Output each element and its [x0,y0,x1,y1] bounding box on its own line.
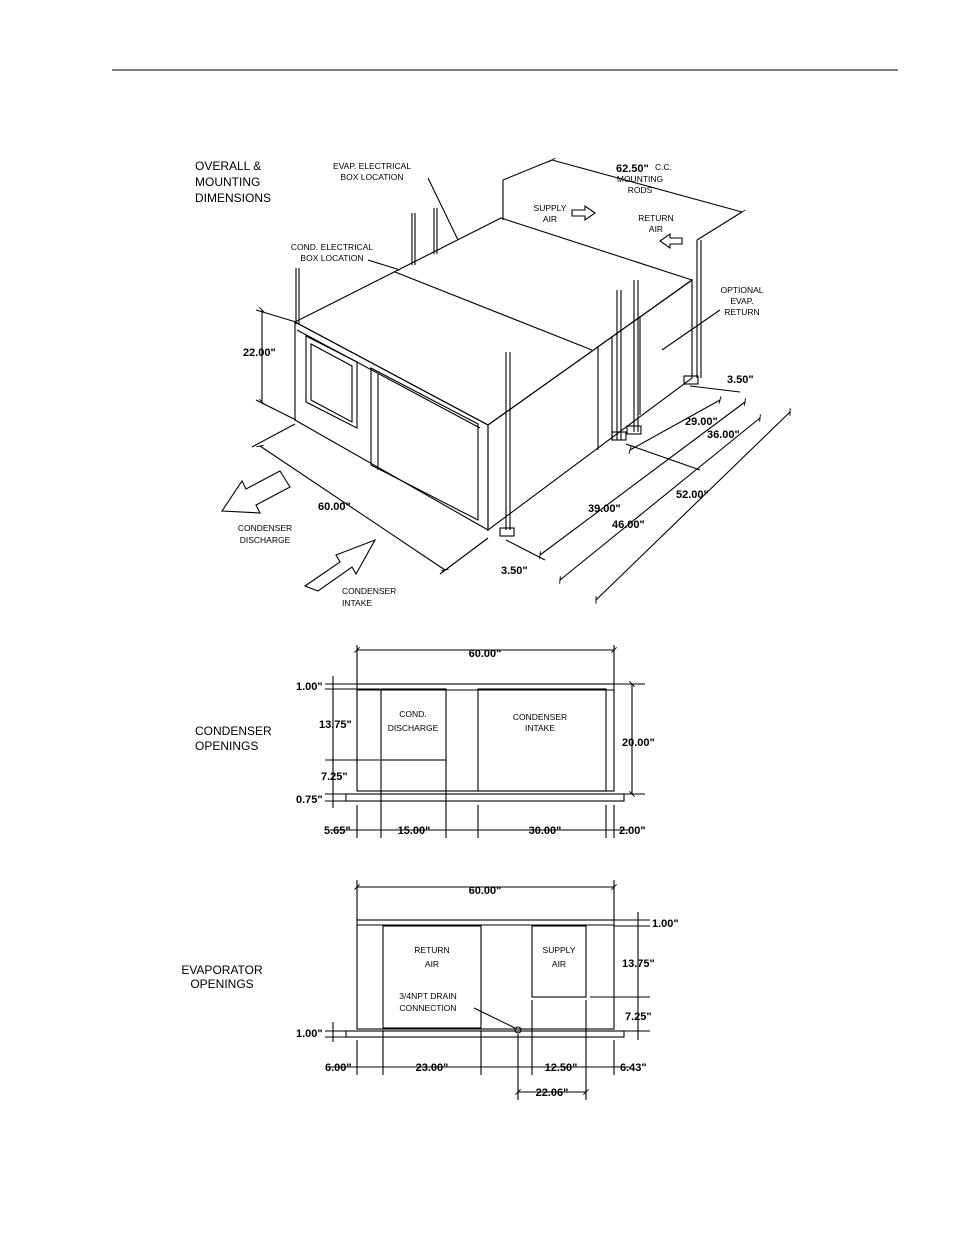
evap-top-gap-dim: 1.00" [652,918,679,930]
cond-discharge-opening-label-2: DISCHARGE [388,723,439,733]
condenser-title-1: CONDENSER [195,724,272,738]
cond-box-label-2: BOX LOCATION [300,253,363,263]
cond-box-label-1: COND. ELECTRICAL [291,242,373,252]
cond-height-dim: 20.00" [622,737,655,749]
evaporator-panel [356,919,615,1030]
supply-air-arrow [571,204,596,222]
dim-29-line [628,396,722,454]
supply-air-opening-label-2: AIR [552,959,566,969]
cond-base-dim: 0.75" [296,794,323,806]
cond-intake-label-1: CONDENSER [342,586,396,596]
condenser-intake-arrow [303,538,377,592]
dim-52-line [595,408,791,604]
iso-dim-36: 36.00" [707,429,740,441]
cc-dim-line [548,157,746,215]
cond-bottom-gap-dim: 7.25" [321,771,348,783]
evaporator-base [345,1030,625,1038]
isometric-view [221,157,791,604]
optional-return-leader [661,309,721,351]
cond-box-leader [367,259,401,271]
cond-intake-opening-label-1: CONDENSER [513,712,567,722]
evap-box-leader [427,177,459,241]
evap-base-dim: 1.00" [296,1028,323,1040]
iso-intake-opening [370,367,479,521]
condenser-discharge-arrow [221,470,291,514]
iso-foot-right-dim: 3.50" [727,374,754,386]
drain-connection [514,1026,522,1034]
iso-dim-39: 39.00" [588,503,621,515]
evap-bottom-dim-1: 6.00" [325,1062,352,1074]
evaporator-title-2: OPENINGS [190,977,253,991]
supply-air-label-2: AIR [543,214,557,224]
cond-bottom-dim-4: 2.00" [619,825,646,837]
evap-bottom-gap-dim: 7.25" [625,1011,652,1023]
supply-air-opening-label-1: SUPPLY [543,945,576,955]
optional-return-label-1: OPTIONAL [721,285,764,295]
evap-bottom-dim-5: 22.06" [536,1087,569,1099]
cond-discharge-label-1: CONDENSER [238,523,292,533]
cond-discharge-label-2: DISCHARGE [240,535,291,545]
cond-opening-h-dim: 13.75" [319,719,352,731]
iso-foot-left-dim: 3.50" [501,565,528,577]
dim-46-line [559,414,761,584]
evap-bottom-dim-4: 6.43" [620,1062,647,1074]
cc-dim-value: 62.50" [616,163,649,175]
return-air-arrow [659,232,683,250]
condenser-base [345,793,625,802]
evap-opening-h-dim: 13.75" [622,958,655,970]
evap-box-label-2: BOX LOCATION [340,172,403,182]
evap-box-label-1: EVAP. ELECTRICAL [333,161,411,171]
iso-dim-29: 29.00" [685,416,718,428]
evaporator-elevation [325,880,650,1100]
unit-front-face [294,321,489,531]
supply-air-opening [531,925,587,998]
iso-title-3: DIMENSIONS [195,191,271,205]
cc-label-1: C.C. [655,162,672,172]
evap-width-dim: 60.00" [469,885,502,897]
drain-label-1: 3/4NPT DRAIN [399,991,456,1001]
cond-bottom-dim-1: 5.65" [324,825,351,837]
cc-label-2: MOUNTING [617,174,663,184]
unit-right-face [487,278,693,532]
cond-bottom-dim-3: 30.00" [529,825,562,837]
cond-intake-opening-label-2: INTAKE [525,723,555,733]
iso-height-dim: 22.00" [243,347,276,359]
condenser-intake-opening [477,688,607,792]
return-air-label-2: AIR [649,224,663,234]
iso-title-2: MOUNTING [195,175,260,189]
iso-discharge-opening [305,335,358,429]
return-air-opening-label-1: RETURN [414,945,449,955]
supply-air-label-1: SUPPLY [534,203,567,213]
iso-width-dim: 60.00" [318,501,351,513]
cond-width-dim: 60.00" [469,648,502,660]
cond-discharge-opening-label-1: COND. [399,709,426,719]
condenser-title-2: OPENINGS [195,739,258,753]
condenser-elevation [325,645,645,838]
return-air-opening [382,925,482,1029]
width-dim-line [256,444,449,572]
evap-bottom-dim-3: 12.50" [545,1062,578,1074]
optional-return-label-2: EVAP. [730,296,753,306]
cond-discharge-opening [380,688,447,761]
mounting-foot [499,527,515,537]
cond-intake-label-2: INTAKE [342,598,372,608]
evaporator-title-1: EVAPORATOR [181,963,263,977]
return-air-opening-label-2: AIR [425,959,439,969]
drain-label-2: CONNECTION [399,1003,456,1013]
evap-bottom-dim-2: 23.00" [416,1062,449,1074]
iso-dim-52: 52.00" [676,489,709,501]
cc-label-3: RODS [628,185,653,195]
iso-dim-46: 46.00" [612,519,645,531]
optional-return-label-3: RETURN [724,307,759,317]
cond-top-gap-dim: 1.00" [296,681,323,693]
return-air-label-1: RETURN [638,213,673,223]
condenser-panel [356,683,615,792]
iso-title-1: OVERALL & [195,159,261,173]
top-seam [394,271,593,351]
cond-bottom-dim-2: 15.00" [398,825,431,837]
